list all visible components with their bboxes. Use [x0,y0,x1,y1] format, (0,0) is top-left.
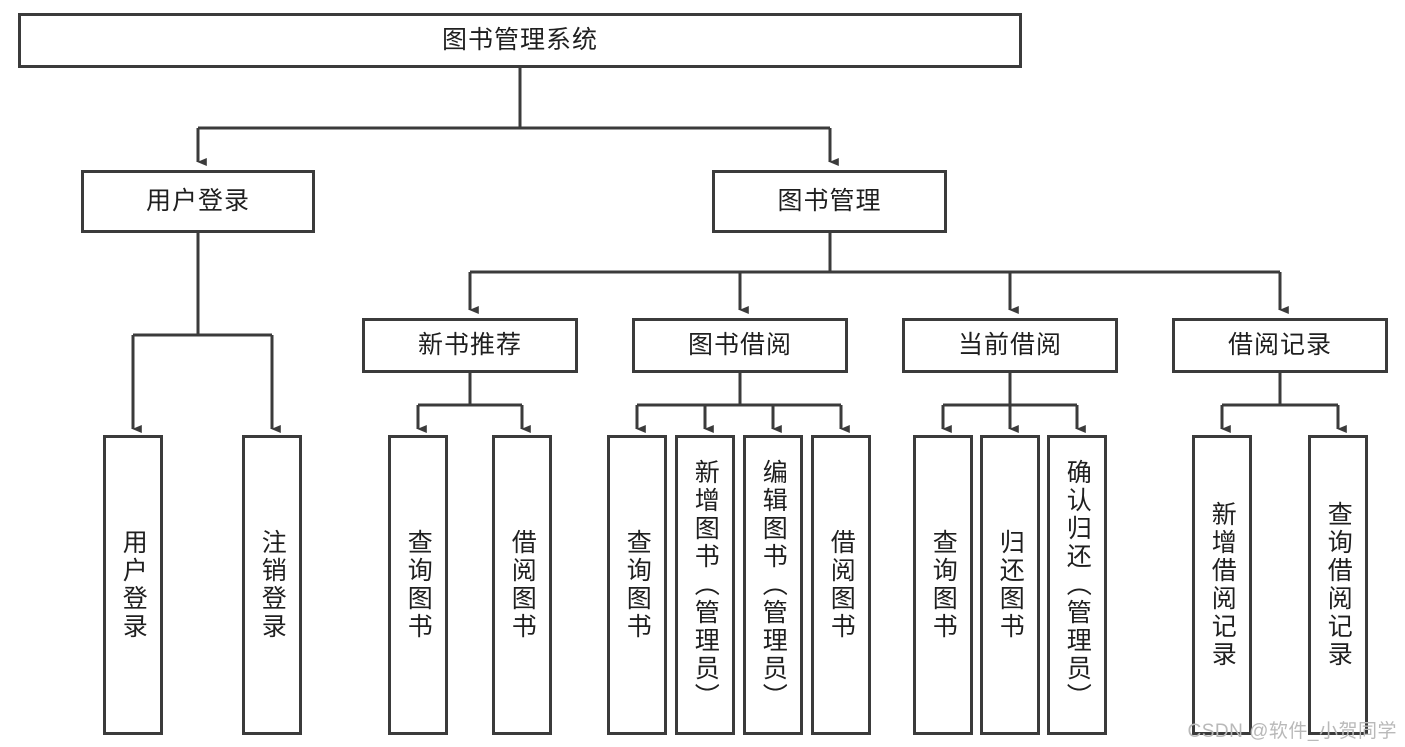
node-label: 查询借阅记录 [1324,501,1353,669]
leaf-query-book-recommend[interactable]: 查询图书 [388,435,448,735]
node-user-login[interactable]: 用户登录 [81,170,315,233]
node-label: 查询图书 [404,529,433,641]
leaf-borrow-book-recommend[interactable]: 借阅图书 [492,435,552,735]
leaf-user-login[interactable]: 用户登录 [103,435,163,735]
leaf-query-borrow-record[interactable]: 查询借阅记录 [1308,435,1368,735]
leaf-edit-book-admin[interactable]: 编辑图书（管理员） [743,435,803,735]
node-label: 用户登录 [119,529,148,641]
leaf-add-book-admin[interactable]: 新增图书（管理员） [675,435,735,735]
node-label: 归还图书 [996,529,1025,641]
node-label: 新书推荐 [417,330,522,359]
node-current-borrow[interactable]: 当前借阅 [902,318,1118,373]
leaf-return-book[interactable]: 归还图书 [980,435,1040,735]
leaf-query-book-borrow[interactable]: 查询图书 [607,435,667,735]
node-label: 注销登录 [258,529,287,641]
node-book-management[interactable]: 图书管理 [712,170,947,233]
node-label: 图书借阅 [687,330,792,359]
node-label: 图书管理系统 [441,25,598,54]
node-root-book-management-system[interactable]: 图书管理系统 [18,13,1022,68]
csdn-watermark: CSDN @软件_小贺同学 [1187,721,1397,742]
node-label: 确认归还（管理员） [1063,459,1092,711]
leaf-borrow-book[interactable]: 借阅图书 [811,435,871,735]
node-label: 图书管理 [777,186,882,215]
node-label: 编辑图书（管理员） [759,459,788,711]
node-new-book-recommend[interactable]: 新书推荐 [362,318,578,373]
node-label: 当前借阅 [957,330,1062,359]
node-label: 查询图书 [929,529,958,641]
node-label: 新增图书（管理员） [691,459,720,711]
node-label: 借阅记录 [1227,330,1332,359]
node-label: 借阅图书 [508,529,537,641]
node-borrow-record[interactable]: 借阅记录 [1172,318,1388,373]
leaf-logout-login[interactable]: 注销登录 [242,435,302,735]
leaf-add-borrow-record[interactable]: 新增借阅记录 [1192,435,1252,735]
node-book-borrow[interactable]: 图书借阅 [632,318,848,373]
node-label: 查询图书 [623,529,652,641]
node-label: 用户登录 [145,186,250,215]
node-label: 借阅图书 [827,529,856,641]
node-label: 新增借阅记录 [1208,501,1237,669]
leaf-query-book-current[interactable]: 查询图书 [913,435,973,735]
leaf-confirm-return-admin[interactable]: 确认归还（管理员） [1047,435,1107,735]
